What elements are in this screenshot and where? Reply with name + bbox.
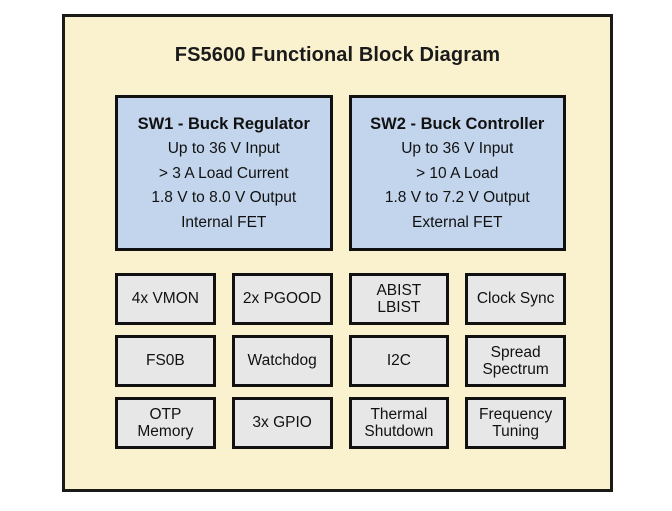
feature-label-line1: ABIST (376, 281, 422, 299)
sw2-heading: SW2 - Buck Controller (370, 114, 545, 133)
feature-label-line1: Thermal (370, 405, 428, 423)
sw2-spec-load: > 10 A Load (416, 164, 499, 182)
sw1-buck-regulator-block: SW1 - Buck Regulator Up to 36 V Input > … (115, 95, 333, 251)
sw1-spec-load: > 3 A Load Current (158, 164, 289, 182)
feature-label-line1: 3x GPIO (252, 414, 312, 432)
sw2-buck-controller-block: SW2 - Buck Controller Up to 36 V Input >… (348, 95, 566, 251)
sw1-spec-input: Up to 36 V Input (167, 140, 280, 158)
feature-block: ABIST LBIST (348, 273, 450, 325)
feature-label-line1: 4x VMON (131, 290, 199, 308)
feature-label-line2: LBIST (377, 299, 421, 316)
sw2-spec-input: Up to 36 V Input (401, 140, 514, 158)
feature-blocks-grid: 4x VMON 2x PGOOD ABIST LBIST Clock Sync … (115, 273, 566, 449)
sw1-spec-fet: Internal FET (181, 213, 267, 231)
feature-label-line1: FS0B (145, 352, 185, 370)
feature-label-line1: Clock Sync (476, 290, 555, 308)
feature-block: Spread Spectrum (465, 335, 566, 387)
diagram-title: FS5600 Functional Block Diagram (174, 44, 501, 66)
feature-block: FS0B (115, 335, 216, 387)
feature-label-line2: Tuning (492, 423, 540, 440)
feature-block: Clock Sync (465, 273, 566, 325)
feature-label-line2: Shutdown (364, 423, 434, 440)
diagram-frame: FS5600 Functional Block Diagram SW1 - Bu… (62, 14, 613, 492)
sw1-spec-output: 1.8 V to 8.0 V Output (151, 189, 297, 207)
feature-block: 4x VMON (115, 273, 216, 325)
feature-block: I2C (348, 335, 450, 387)
feature-label-line2: Memory (137, 423, 194, 440)
feature-block: 3x GPIO (231, 397, 333, 449)
feature-label-line2: Spectrum (482, 361, 549, 378)
feature-label-line1: Frequency (479, 405, 553, 423)
feature-label-line1: OTP (149, 405, 182, 423)
feature-label-line1: Spread (490, 343, 541, 361)
feature-label-line1: 2x PGOOD (242, 290, 322, 308)
feature-block: OTP Memory (115, 397, 216, 449)
feature-label-line1: I2C (386, 352, 411, 370)
feature-label-line1: Watchdog (247, 352, 317, 370)
feature-block: 2x PGOOD (231, 273, 333, 325)
sw2-spec-fet: External FET (412, 213, 503, 231)
feature-block: Frequency Tuning (465, 397, 566, 449)
feature-block: Thermal Shutdown (348, 397, 450, 449)
feature-block: Watchdog (231, 335, 333, 387)
sw1-heading: SW1 - Buck Regulator (137, 114, 310, 133)
switching-blocks-row: SW1 - Buck Regulator Up to 36 V Input > … (115, 95, 566, 251)
sw2-spec-output: 1.8 V to 7.2 V Output (384, 189, 530, 207)
